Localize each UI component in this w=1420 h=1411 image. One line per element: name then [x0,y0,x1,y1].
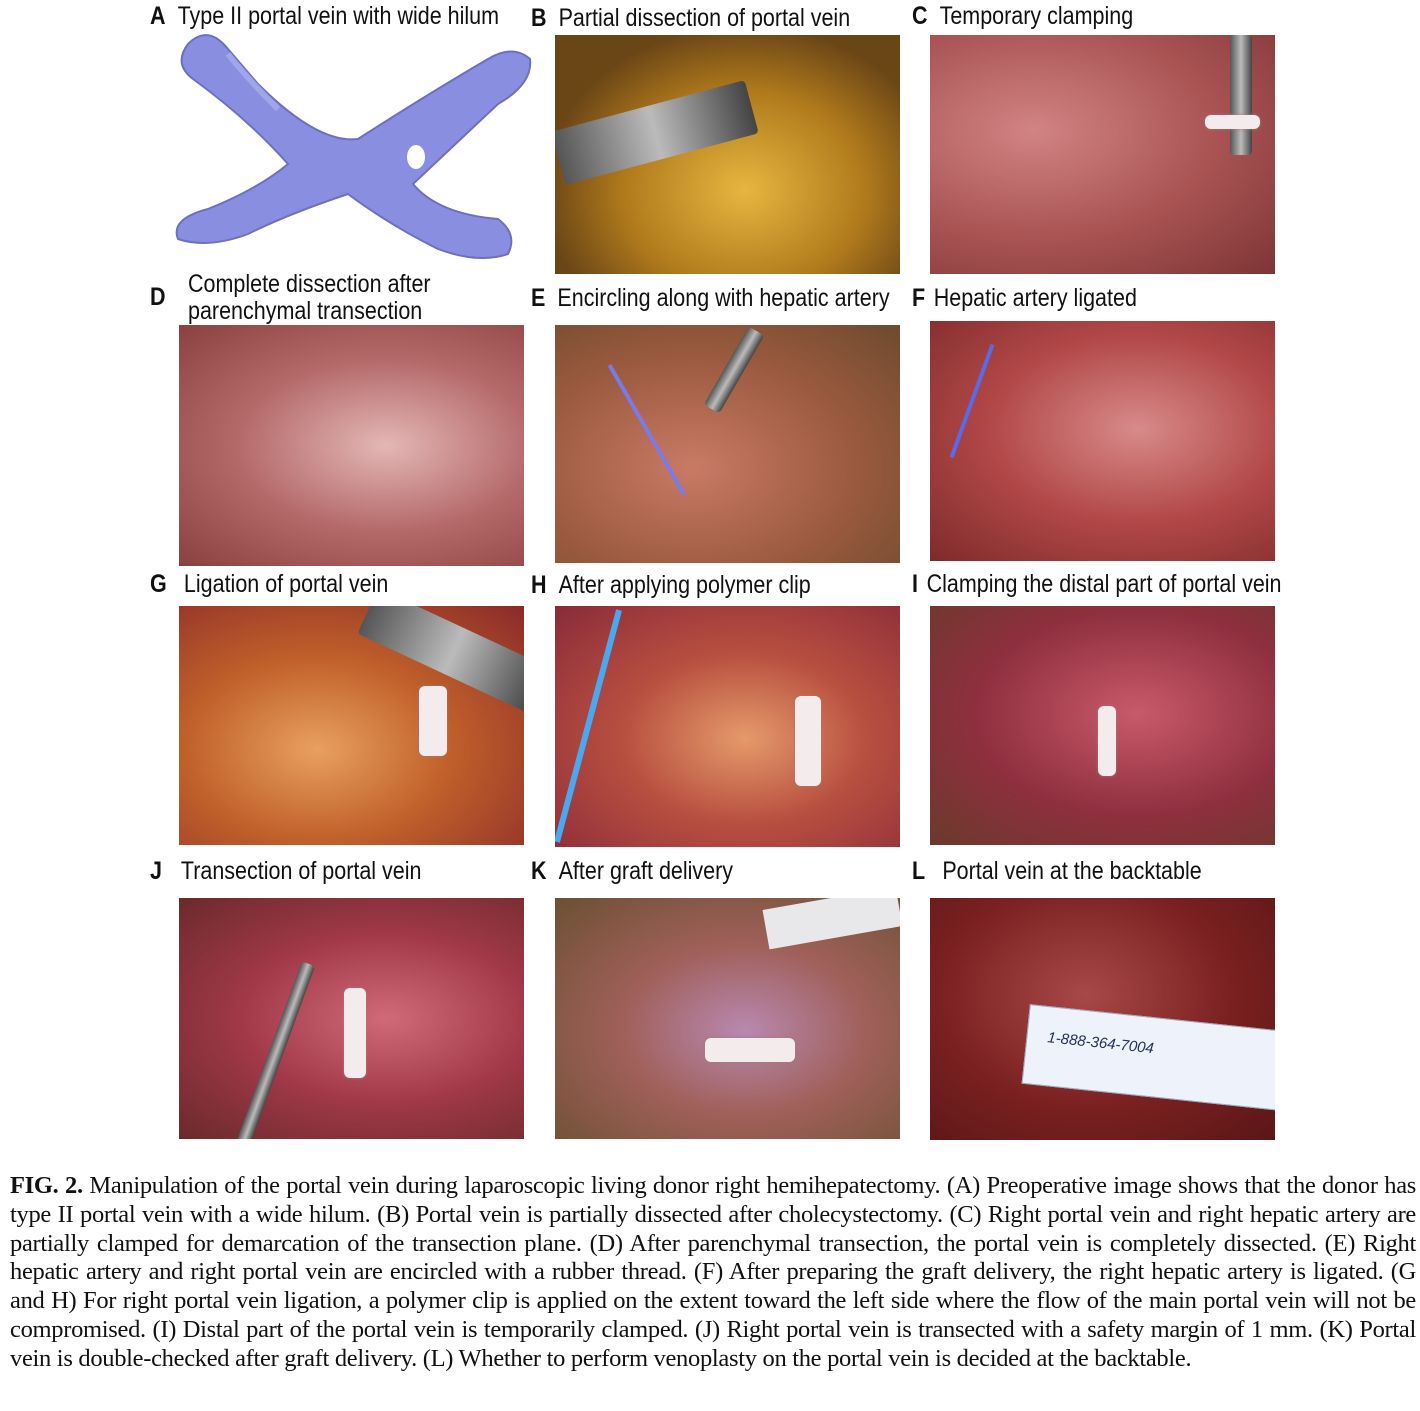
panel-d-photo [179,325,524,566]
caption-text: Manipulation of the portal vein during l… [10,1172,1417,1372]
panel-l-photo: 1-888-364-7004 [930,898,1275,1140]
panel-i-photo [930,606,1275,845]
ruler: 1-888-364-7004 [1021,1004,1275,1112]
caption-label: FIG. 2. [10,1172,83,1199]
portal-vein-3d-model [175,34,532,259]
ruler-phone-number: 1-888-364-7004 [1046,1029,1155,1058]
panel-b-photo [555,35,900,274]
panel-d-title-2: parenchymal transection [188,297,423,325]
panel-e-photo [555,325,900,563]
panel-c-photo [930,35,1275,274]
panel-h-photo [555,606,900,847]
panel-j-photo [179,898,524,1139]
panel-d-title-1: Complete dissection after [188,270,431,298]
panel-k-photo [555,898,900,1139]
figure-caption: FIG. 2. Manipulation of the portal vein … [10,1172,1416,1374]
panel-f-photo [930,321,1275,561]
panel-d-letter: D [150,283,166,311]
panel-g-photo [179,606,524,845]
